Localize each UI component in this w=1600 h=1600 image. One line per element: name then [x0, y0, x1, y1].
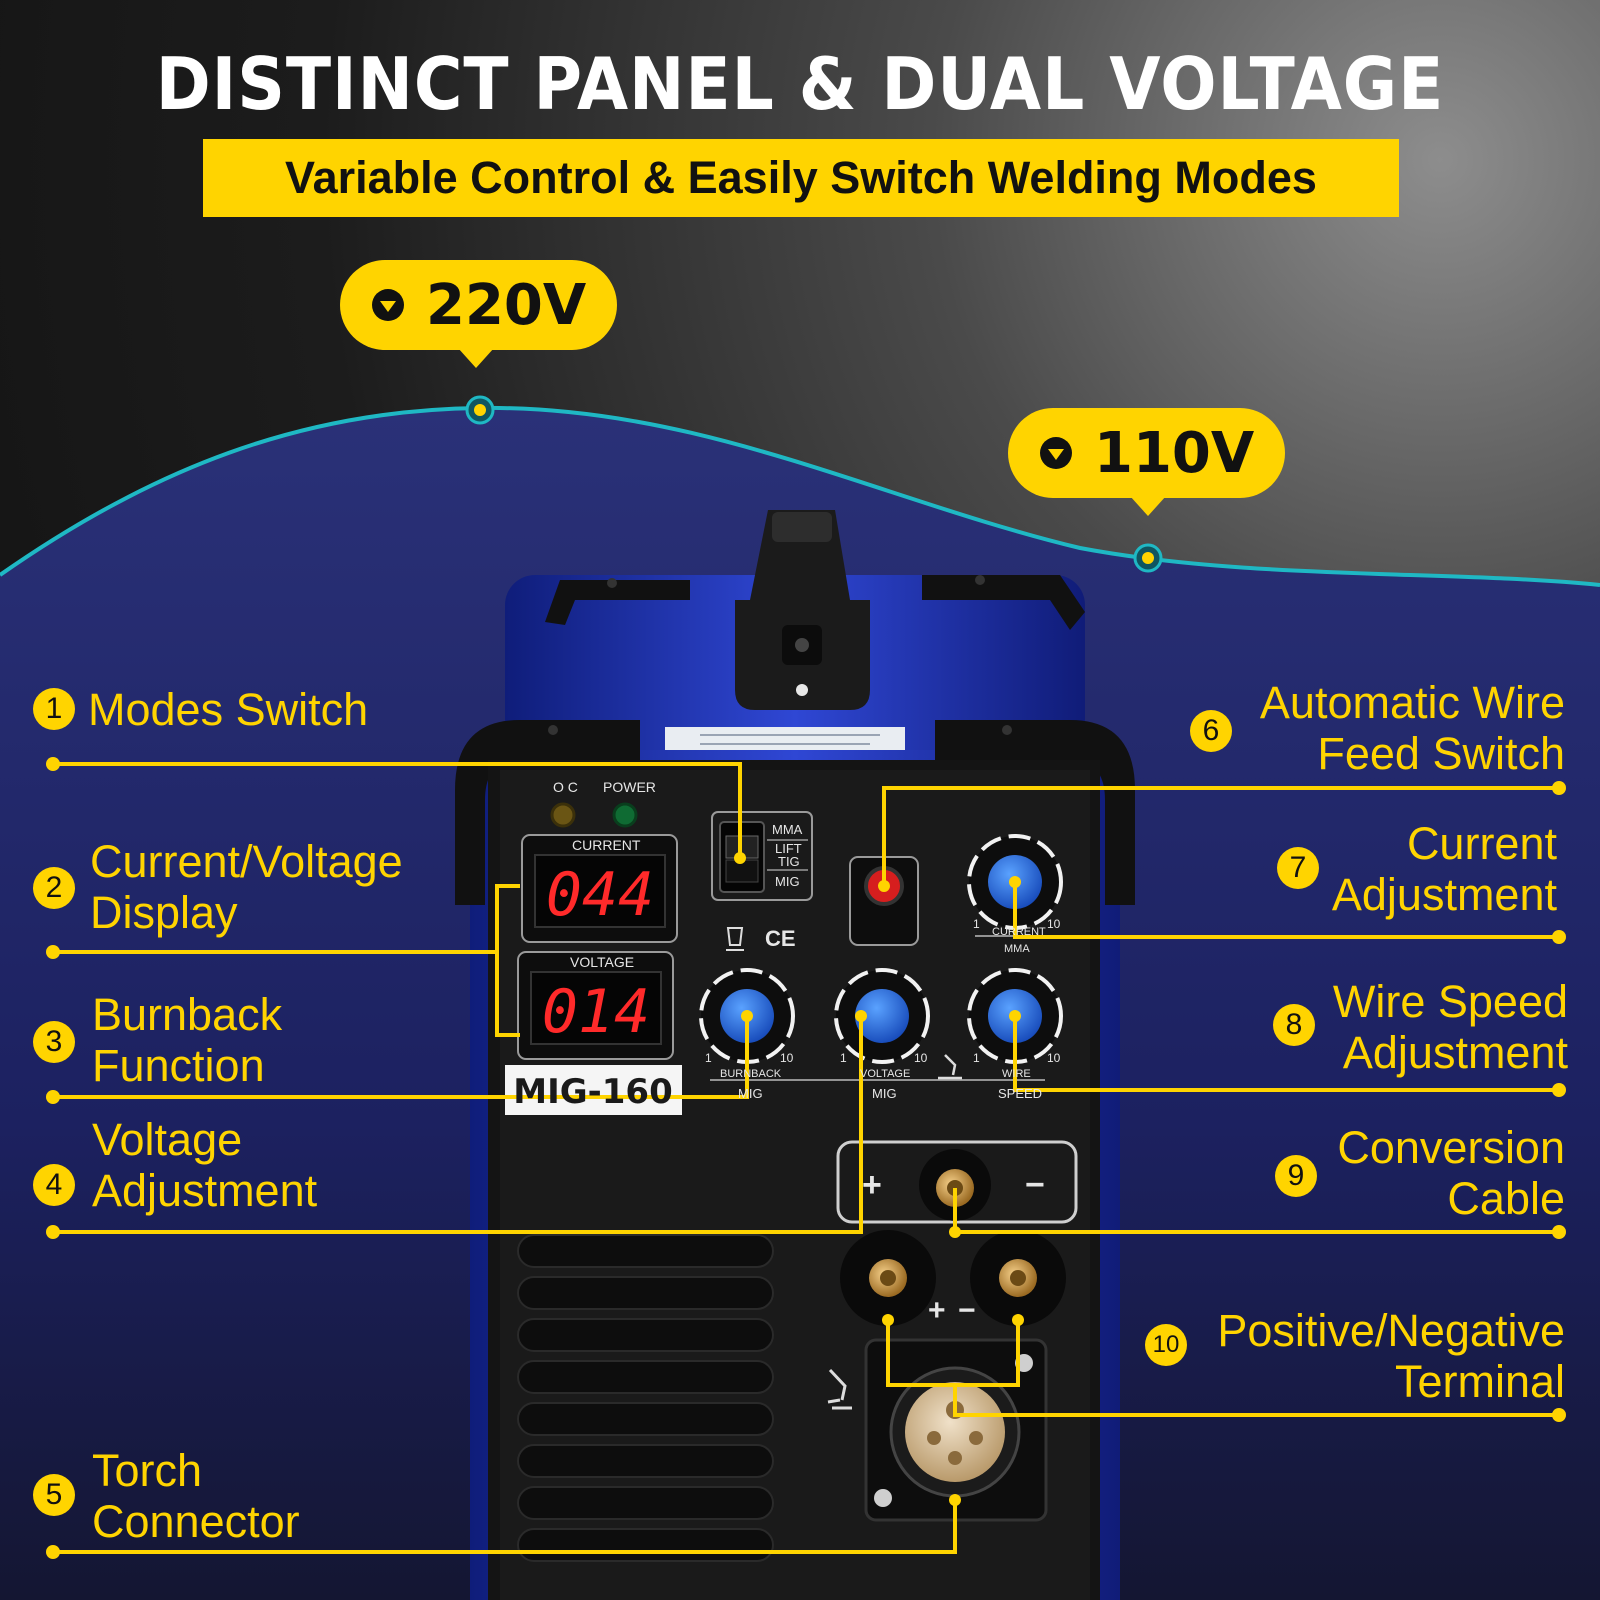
- voltage-display-label: VOLTAGE: [570, 954, 634, 970]
- knob-burnback-min: 1: [705, 1051, 712, 1065]
- vent-slots: [517, 1234, 774, 1562]
- indicator-power-label: POWER: [603, 779, 656, 795]
- knob-current-min: 1: [973, 917, 980, 931]
- knob-voltage-top-label: VOLTAGE: [860, 1068, 910, 1080]
- callout-torch-connector: Torch Connector: [92, 1445, 300, 1547]
- terminal-minus-symbol: −: [958, 1294, 976, 1327]
- voltage-badge-110v: 110V: [1008, 408, 1285, 516]
- current-display-value: 044: [546, 860, 654, 930]
- knob-burnback-max: 10: [780, 1051, 794, 1065]
- ce-mark: CE: [765, 926, 796, 951]
- callout-badge-5: 5: [33, 1474, 75, 1516]
- callout-automatic-wire-feed-switch: Automatic Wire Feed Switch: [1259, 677, 1565, 779]
- knob-current-top-label: CURRENT: [992, 926, 1046, 938]
- callout-badge-1: 1: [33, 688, 75, 730]
- knob-burnback-top-label: BURNBACK: [720, 1068, 782, 1080]
- conversion-plus-symbol: +: [862, 1166, 882, 1204]
- current-display-label: CURRENT: [572, 837, 641, 853]
- mode-mma-label: MMA: [772, 822, 803, 837]
- voltage-display-value: 014: [542, 977, 650, 1047]
- knob-voltage-bottom-label: MIG: [872, 1086, 897, 1101]
- knob-current-max: 10: [1047, 917, 1061, 931]
- terminal-plus-symbol: +: [928, 1294, 946, 1327]
- chevron-down-icon: [372, 289, 404, 321]
- callout-wire-speed-adjustment: Wire Speed Adjustment: [1332, 976, 1568, 1078]
- callout-badge-8: 8: [1273, 1004, 1315, 1046]
- callout-lines: [53, 762, 1559, 1554]
- callout-current-voltage-display: Current/Voltage Display: [90, 836, 403, 938]
- voltage-220v-label: 220V: [426, 272, 587, 338]
- mode-tig-label: TIG: [778, 854, 800, 869]
- callout-modes-switch: Modes Switch: [88, 684, 369, 735]
- subtitle-text: Variable Control & Easily Switch Welding…: [285, 152, 1317, 203]
- callout-burnback-function: Burnback Function: [92, 989, 283, 1091]
- subtitle-banner: Variable Control & Easily Switch Welding…: [203, 139, 1399, 217]
- welder-machine: [455, 510, 1135, 1600]
- knob-wire-max: 10: [1047, 1051, 1061, 1065]
- chevron-down-icon: [1040, 437, 1072, 469]
- callout-badge-10: 10: [1145, 1324, 1187, 1366]
- knob-voltage-max: 10: [914, 1051, 928, 1065]
- callout-current-adjustment: Current Adjustment: [1331, 818, 1557, 920]
- model-plate-text: MIG-160: [513, 1072, 672, 1112]
- knob-voltage-art: [834, 968, 930, 1064]
- voltage-badge-220v: 220V: [340, 260, 617, 368]
- mode-mig-label: MIG: [775, 874, 800, 889]
- callout-conversion-cable: Conversion Cable: [1337, 1122, 1565, 1224]
- indicator-oc-label: O C: [553, 779, 578, 795]
- callout-badge-4: 4: [33, 1164, 75, 1206]
- knob-burnback-bottom-label: MIG: [738, 1086, 763, 1101]
- callout-positive-negative-terminal: Positive/Negative Terminal: [1217, 1305, 1565, 1407]
- wave-line: [0, 405, 1600, 587]
- voltage-110v-label: 110V: [1094, 420, 1255, 486]
- conversion-minus-symbol: −: [1025, 1166, 1045, 1204]
- callout-badge-9: 9: [1275, 1155, 1317, 1197]
- callout-dots: [46, 757, 1566, 1559]
- knob-voltage-min: 1: [840, 1051, 847, 1065]
- callout-badge-7: 7: [1277, 847, 1319, 889]
- knob-current-bottom-label: MMA: [1004, 943, 1030, 955]
- page-title: DISTINCT PANEL & DUAL VOLTAGE: [155, 42, 1445, 126]
- callout-badge-3: 3: [33, 1021, 75, 1063]
- knob-wire-top-label: WIRE: [1002, 1068, 1031, 1080]
- knob-wire-bottom-label: SPEED: [998, 1086, 1042, 1101]
- knob-wire-min: 1: [973, 1051, 980, 1065]
- mode-lift-label: LIFT: [775, 841, 802, 856]
- callout-badge-2: 2: [33, 867, 75, 909]
- callout-badge-6: 6: [1190, 710, 1232, 752]
- callout-voltage-adjustment: Voltage Adjustment: [92, 1114, 318, 1216]
